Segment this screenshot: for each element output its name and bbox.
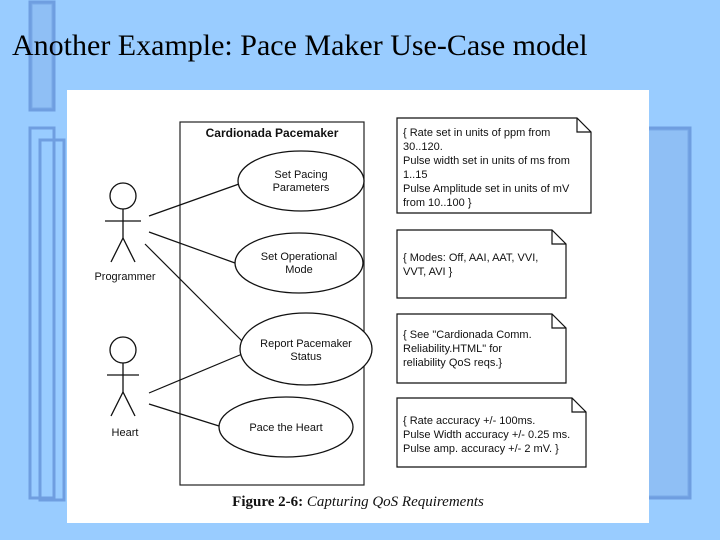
- use-case-diagram: Cardionada Pacemaker Programmer Heart: [94, 117, 592, 486]
- note-line: { See "Cardionada Comm.: [403, 329, 532, 341]
- actor-heart: [107, 336, 139, 417]
- use-case-set-operational-mode: [234, 232, 364, 294]
- note-accuracy: [396, 397, 587, 468]
- note-line: { Modes: Off, AAI, AAT, VVI,: [403, 252, 538, 264]
- use-case-pace-the-heart: [218, 396, 354, 458]
- use-case-label: Parameters: [273, 182, 330, 194]
- association-programmer-report-status: [144, 243, 251, 350]
- note-line: Reliability.HTML" for: [403, 343, 502, 355]
- note-line: 1..15: [403, 169, 427, 181]
- use-case-label: Set Pacing: [274, 169, 327, 181]
- note-line: Pulse Amplitude set in units of mV: [403, 183, 570, 195]
- note-line: Pulse width set in units of ms from: [403, 155, 570, 167]
- association-heart-report-status: [148, 351, 248, 394]
- actor-programmer-label: Programmer: [94, 271, 155, 283]
- actor-programmer: [105, 182, 141, 263]
- note-line: Pulse amp. accuracy +/- 2 mV. }: [403, 443, 559, 455]
- association-programmer-set-mode: [148, 231, 236, 264]
- use-case-figure: Cardionada Pacemaker Programmer Heart: [67, 90, 649, 523]
- use-case-report-pacemaker-status: [239, 312, 373, 386]
- note-line: reliability QoS reqs.}: [403, 357, 502, 369]
- association-programmer-set-pacing: [148, 183, 240, 217]
- use-case-set-pacing-parameters: [237, 150, 365, 212]
- caption-label: Figure 2-6:: [232, 494, 304, 510]
- note-line: Pulse Width accuracy +/- 0.25 ms.: [403, 429, 570, 441]
- use-case-label: Mode: [285, 264, 313, 276]
- note-line: from 10..100 }: [403, 197, 472, 209]
- system-title: Cardionada Pacemaker: [206, 126, 339, 140]
- association-heart-pace: [148, 403, 220, 427]
- slide-title: Another Example: Pace Maker Use-Case mod…: [12, 29, 588, 62]
- use-case-label: Set Operational: [261, 251, 337, 263]
- caption-text: Capturing QoS Requirements: [306, 494, 484, 510]
- actor-heart-label: Heart: [112, 427, 139, 439]
- note-reliability: [396, 313, 567, 384]
- figure-caption: Figure 2-6: Capturing QoS Requirements: [67, 494, 649, 511]
- system-boundary: [179, 121, 365, 486]
- use-case-label: Pace the Heart: [249, 422, 322, 434]
- note-line: { Rate accuracy +/- 100ms.: [403, 415, 535, 427]
- use-case-label: Status: [290, 351, 322, 363]
- note-line: 30..120.: [403, 141, 443, 153]
- use-case-label: Report Pacemaker: [260, 338, 352, 350]
- note-line: { Rate set in units of ppm from: [403, 127, 550, 139]
- note-modes: [396, 229, 567, 299]
- note-line: VVT, AVI }: [403, 266, 453, 278]
- note-rate-pulse: [396, 117, 592, 214]
